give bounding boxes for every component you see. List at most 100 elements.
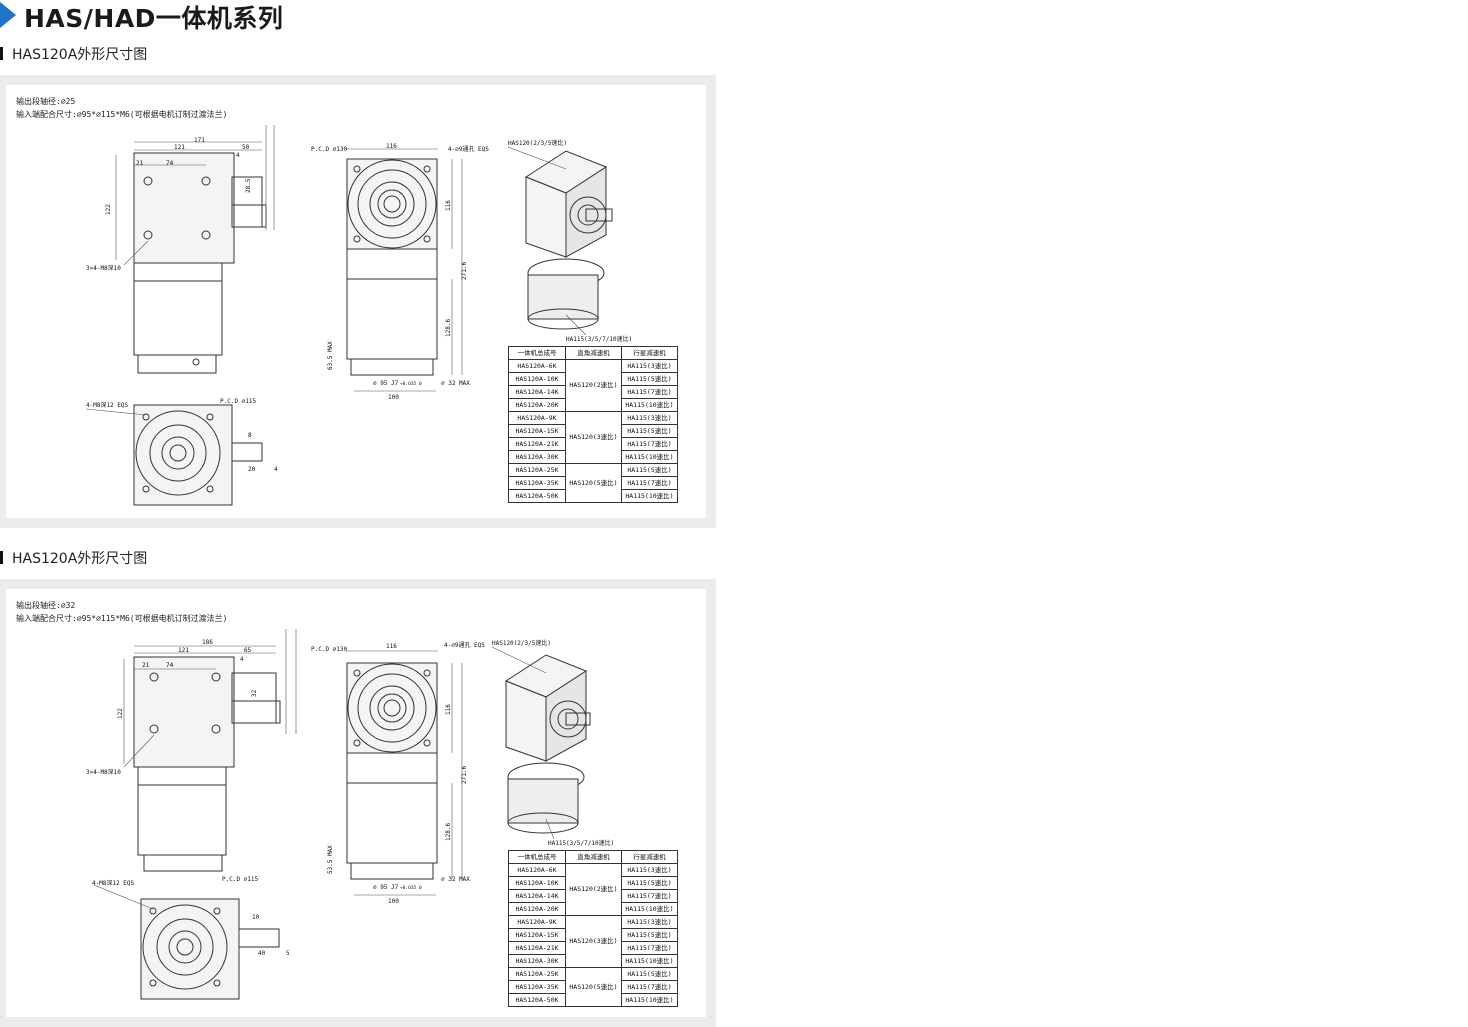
label-holes-top: 4-⌀9通孔 EQS xyxy=(448,145,489,153)
label-bottom-holes: 4-M8深12 EQS xyxy=(86,401,129,409)
dim-bottom-8: 10 xyxy=(252,914,260,921)
heading-marker xyxy=(0,47,3,60)
table-row: HAS120A-35K HA115(7速比) xyxy=(508,476,678,490)
planetary-cell: HA115(3速比) xyxy=(621,359,678,373)
dim-flange: ⌀ 95 J7 xyxy=(373,380,399,387)
drawing-sheet: 输出段轴径:⌀25 输入端配合尺寸:⌀95*⌀115*M6(可根据电机订制过渡法… xyxy=(6,85,706,518)
planetary-cell: HA115(7速比) xyxy=(621,889,678,903)
table-header-row: 一体机总成号 直角减速机 行星减速机 xyxy=(508,346,678,360)
dim-74: 74 xyxy=(166,662,174,669)
table-header: 直角减速机 xyxy=(565,346,622,360)
spec-shaft-diameter: 输出段轴径:⌀25 xyxy=(16,97,76,106)
dim-max: ⌀ 32 MAX xyxy=(441,876,470,883)
side-view: 171 121 50 4 21 74 122 28.5 3×4-M8深10 xyxy=(86,125,275,374)
label-bottom-pcd: P.C.D ⌀115 xyxy=(222,876,259,883)
dim-bottom-20: 20 xyxy=(248,466,256,473)
model-cell: HAS120A-50K xyxy=(508,993,566,1007)
planetary-cell: HA115(10速比) xyxy=(621,954,678,968)
planetary-cell: HA115(5速比) xyxy=(621,463,678,477)
dim-front-len: 53.5 MAX xyxy=(327,845,334,874)
dim-74: 74 xyxy=(166,160,174,167)
right-angle-cell: HAS120(3速比) xyxy=(565,915,622,968)
right-angle-cell: HAS120(3速比) xyxy=(565,411,622,464)
right-angle-cell: HAS120(5速比) xyxy=(565,967,622,1007)
planetary-cell: HA115(3速比) xyxy=(621,863,678,877)
table-row: HAS120A-14K HA115(7速比) xyxy=(508,889,678,903)
dim-front-h2: 271.6 xyxy=(461,262,468,280)
dim-100: 100 xyxy=(388,394,399,401)
isometric-view: HAS120(2/3/5速比) HA115(3/5/7/10速比) xyxy=(491,639,614,847)
dim-max: ⌀ 32 MAX xyxy=(441,380,470,387)
table-row: HAS120A-14K HA115(7速比) xyxy=(508,385,678,399)
model-cell: HAS120A-30K xyxy=(508,450,566,464)
table-header-row: 一体机总成号 直角减速机 行星减速机 xyxy=(508,850,678,864)
front-view: 116 P.C.D ⌀130 4-⌀9通孔 EQS 116 271.6 128.… xyxy=(311,143,489,401)
model-cell: HAS120A-9K xyxy=(508,411,566,425)
dim-shaft-length: 65 xyxy=(244,647,252,654)
planetary-cell: HA115(5速比) xyxy=(621,372,678,386)
dim-100: 100 xyxy=(388,898,399,905)
spec-input-fit: 输入端配合尺寸:⌀95*⌀115*M6(可根据电机订制过渡法兰) xyxy=(16,614,228,623)
planetary-cell: HA115(5速比) xyxy=(621,424,678,438)
model-cell: HAS120A-14K xyxy=(508,385,566,399)
planetary-cell: HA115(3速比) xyxy=(621,915,678,929)
planetary-cell: HA115(7速比) xyxy=(621,437,678,451)
model-cell: HAS120A-10K xyxy=(508,876,566,890)
model-cell: HAS120A-21K xyxy=(508,437,566,451)
callout-planetary: HA115(3/5/7/10速比) xyxy=(548,839,614,847)
dim-shaft-key: 28.5 xyxy=(245,178,252,193)
table-row: HAS120A-50K HA115(10速比) xyxy=(508,489,678,503)
model-cell: HAS120A-15K xyxy=(508,928,566,942)
planetary-cell: HA115(7速比) xyxy=(621,385,678,399)
model-cell: HAS120A-50K xyxy=(508,489,566,503)
drawing-panel: 输出段轴径:⌀32 输入端配合尺寸:⌀95*⌀115*M6(可根据电机订制过渡法… xyxy=(0,579,716,1027)
planetary-cell: HA115(10速比) xyxy=(621,489,678,503)
planetary-cell: HA115(10速比) xyxy=(621,398,678,412)
dim-front-width: 116 xyxy=(386,643,397,650)
dim-bottom-20: 40 xyxy=(258,950,266,957)
drawing-sheet: 输出段轴径:⌀32 输入端配合尺寸:⌀95*⌀115*M6(可根据电机订制过渡法… xyxy=(6,589,706,1017)
planetary-cell: HA115(10速比) xyxy=(621,902,678,916)
front-view: 116 P.C.D ⌀130 4-⌀9通孔 EQS 116 271.6 128.… xyxy=(311,641,485,905)
dim-small: 4 xyxy=(236,152,240,159)
page-header: HAS/HAD一体机系列 xyxy=(0,0,720,34)
side-view: 186 121 65 4 21 74 122 32 3×4-M8深10 xyxy=(86,629,297,872)
drawing-panel: 输出段轴径:⌀25 输入端配合尺寸:⌀95*⌀115*M6(可根据电机订制过渡法… xyxy=(0,75,716,528)
model-cell: HAS120A-21K xyxy=(508,941,566,955)
table-header: 一体机总成号 xyxy=(508,346,566,360)
isometric-view: HAS120(2/3/5速比) HA115(3/5/7/10速比) xyxy=(507,139,632,343)
model-cell: HAS120A-14K xyxy=(508,889,566,903)
bottom-view: 4-M8深12 EQS P.C.D ⌀115 20 4 8 xyxy=(85,398,278,506)
heading-marker xyxy=(0,551,3,564)
table-row: HAS120A-21K HA115(7速比) xyxy=(508,437,678,451)
dim-front-h2: 271.6 xyxy=(461,766,468,784)
dim-shaft-key: 32 xyxy=(251,689,258,697)
planetary-cell: HA115(7速比) xyxy=(621,476,678,490)
section-title: HAS120A外形尺寸图 xyxy=(12,551,148,567)
dim-height: 122 xyxy=(117,708,124,719)
label-holes-top: 4-⌀9通孔 EQS xyxy=(444,641,485,649)
dim-body-length: 121 xyxy=(174,144,185,151)
table-header: 行星减速机 xyxy=(621,346,678,360)
label-side-holes: 3×4-M8深10 xyxy=(86,264,121,272)
dim-height: 122 xyxy=(105,204,112,215)
label-pcd-top: P.C.D ⌀130 xyxy=(311,146,348,153)
arrow-right-icon xyxy=(0,2,16,28)
right-angle-cell: HAS120(2速比) xyxy=(565,863,622,916)
dim-flange: ⌀ 95 J7 xyxy=(373,884,399,891)
label-bottom-pcd: P.C.D ⌀115 xyxy=(220,398,257,405)
callout-planetary: HA115(3/5/7/10速比) xyxy=(566,335,632,343)
dim-flange-tol: +0.035 0 xyxy=(400,381,422,387)
model-cell: HAS120A-35K xyxy=(508,476,566,490)
